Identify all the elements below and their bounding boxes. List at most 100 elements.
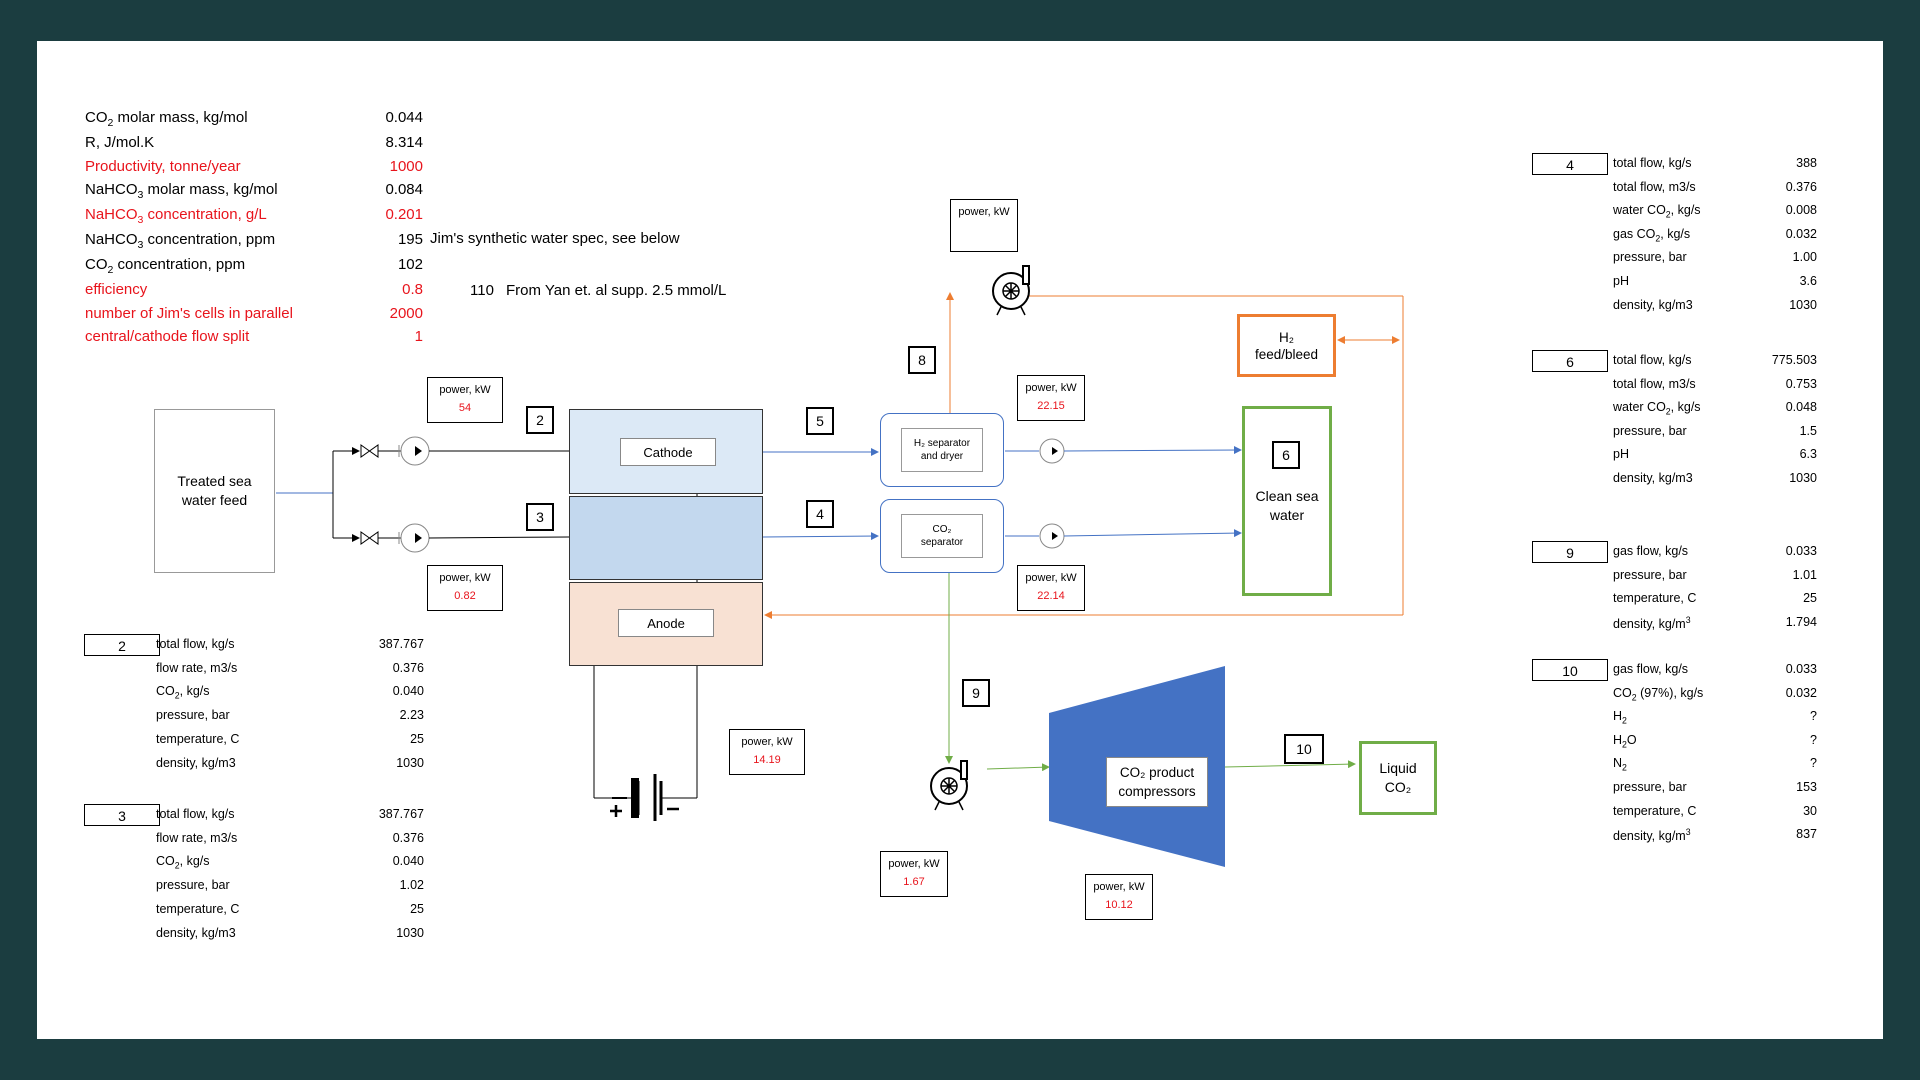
compressor-label: CO₂ product compressors <box>1106 757 1208 807</box>
stream-table-value: ? <box>1810 732 1817 747</box>
power-value: 0.82 <box>454 590 476 602</box>
stream-table-value: 0.048 <box>1785 400 1817 415</box>
stream-table-label: pressure, bar <box>156 878 230 893</box>
stream-number-9: 9 <box>962 679 990 707</box>
feed-block: Treated sea water feed <box>154 409 275 573</box>
stream-table-label: N2 <box>1613 756 1627 773</box>
parameter-label: number of Jim's cells in parallel <box>85 305 293 322</box>
power-box-pump-h2: power, kW 22.15 <box>1017 375 1085 421</box>
stream-table-value: 1.5 <box>1799 423 1817 438</box>
parameter-value: 0.8 <box>402 281 423 298</box>
stream-table-label: total flow, kg/s <box>156 637 235 651</box>
stream-table-value: 1030 <box>396 925 424 940</box>
cathode-compartment: Cathode <box>569 409 763 494</box>
stream-table-id: 9 <box>1532 541 1608 563</box>
pump-icon <box>1039 523 1065 549</box>
anode-compartment: Anode <box>569 582 763 666</box>
stream-table-label: density, kg/m3 <box>1613 827 1691 844</box>
stream-table-value: 1030 <box>1789 471 1817 485</box>
stream-table-label: H2 <box>1613 709 1627 726</box>
stream-number-8: 8 <box>908 346 936 374</box>
stream-table-id: 6 <box>1532 350 1608 372</box>
stream-table-label: density, kg/m3 <box>156 755 236 770</box>
stream-table-label: H2O <box>1613 732 1637 750</box>
power-box-blower-9: power, kW 1.67 <box>880 851 948 897</box>
stream-table-label: density, kg/m3 <box>1613 614 1691 631</box>
stream-table-value: 25 <box>410 731 424 746</box>
power-label: power, kW <box>439 572 491 584</box>
power-value: 1.67 <box>903 876 925 888</box>
parameter-value: 1 <box>414 328 423 345</box>
stream-table-label: pH <box>1613 447 1629 462</box>
stream-table-label: gas flow, kg/s <box>1613 662 1689 676</box>
stream-table-label: water CO2, kg/s <box>1613 203 1701 220</box>
stream-table-label: water CO2, kg/s <box>1613 400 1701 417</box>
stream-number-3: 3 <box>526 503 554 531</box>
power-box-cell: power, kW 14.19 <box>729 729 805 775</box>
stream-table-label: gas CO2, kg/s <box>1613 226 1691 244</box>
power-box-compressor: power, kW 10.12 <box>1085 874 1153 920</box>
cathode-label: Cathode <box>620 438 716 466</box>
stream-table-label: total flow, kg/s <box>156 807 235 821</box>
power-label: power, kW <box>741 736 793 748</box>
parameter-value: 0.044 <box>385 109 423 126</box>
stream-table-value: ? <box>1810 756 1817 771</box>
power-box-pump-co2: power, kW 22.14 <box>1017 565 1085 611</box>
power-box-pump-3: power, kW 0.82 <box>427 565 503 611</box>
h2-separator-block: H₂ separator and dryer <box>880 413 1004 487</box>
power-label: power, kW <box>958 206 1010 218</box>
power-label: power, kW <box>439 384 491 396</box>
power-value: 22.14 <box>1037 590 1065 602</box>
stream-table-label: total flow, m3/s <box>1613 376 1696 391</box>
parameter-label: NaHCO3 concentration, ppm <box>85 231 276 251</box>
stream-table-value: 1.02 <box>399 878 424 893</box>
liquid-co2-block: Liquid CO₂ <box>1359 741 1437 815</box>
stream-table-value: 0.032 <box>1785 685 1817 700</box>
h2-feed-bleed-block: H₂ feed/bleed <box>1237 314 1336 377</box>
stream-table-value: 0.032 <box>1785 226 1817 241</box>
stream-table-label: CO2, kg/s <box>156 854 210 871</box>
stream-number-2: 2 <box>526 406 554 434</box>
stream-table-label: pressure, bar <box>156 708 230 723</box>
power-box-blower-8: power, kW <box>950 199 1018 252</box>
pump-icon <box>398 436 430 466</box>
stream-table-label: pressure, bar <box>1613 423 1687 438</box>
pump-icon <box>398 523 430 553</box>
parameter-label: efficiency <box>85 281 148 298</box>
power-label: power, kW <box>888 858 940 870</box>
parameter-label: CO2 concentration, ppm <box>85 256 246 276</box>
blower-icon <box>930 760 968 811</box>
power-value: 14.19 <box>753 754 781 766</box>
stream-number-10: 10 <box>1284 734 1324 764</box>
stream-table-value: 153 <box>1796 780 1817 794</box>
stream-table-value: ? <box>1810 709 1817 724</box>
stream-number-6: 6 <box>1272 441 1300 469</box>
parameter-value: 0.084 <box>385 181 423 198</box>
stream-table-label: CO2 (97%), kg/s <box>1613 685 1704 703</box>
stream-table-label: pH <box>1613 274 1629 288</box>
stream-table-value: 0.753 <box>1785 376 1817 391</box>
co2-note: From Yan et. al supp. 2.5 mmol/L <box>506 282 727 299</box>
co2-alt-value: 110 <box>470 282 494 299</box>
stream-table-label: temperature, C <box>1613 803 1697 818</box>
stream-table-id: 10 <box>1532 659 1608 681</box>
parameter-value: 8.314 <box>385 134 423 151</box>
clean-water-label: Clean sea water <box>1255 488 1319 523</box>
power-label: power, kW <box>1025 572 1077 584</box>
valve-icon <box>360 444 379 458</box>
stream-table-value: 0.376 <box>392 660 424 675</box>
stream-table-label: total flow, kg/s <box>1613 353 1692 367</box>
stream-table-value: 387.767 <box>378 807 424 821</box>
stream-table-value: 25 <box>1803 591 1817 606</box>
power-value: 54 <box>458 402 472 414</box>
stream-table-value: 0.008 <box>1785 203 1817 218</box>
stream-table-value: 30 <box>1803 803 1817 818</box>
power-value: 22.15 <box>1037 400 1065 412</box>
stream-table-value: 1.00 <box>1792 250 1817 265</box>
stream-table-label: CO2, kg/s <box>156 684 210 701</box>
stream-table-value: 6.3 <box>1799 447 1817 462</box>
power-label: power, kW <box>1025 382 1077 394</box>
stream-table-label: total flow, m3/s <box>1613 179 1696 194</box>
parameter-value: 1000 <box>389 158 423 175</box>
